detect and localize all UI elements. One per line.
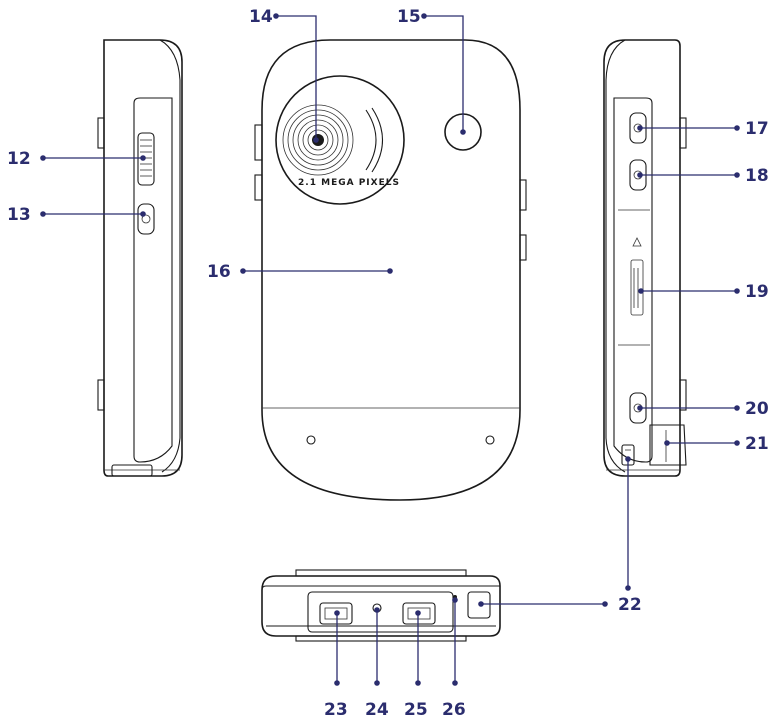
callout-15: 15 <box>397 7 421 27</box>
callout-23: 23 <box>324 700 348 720</box>
callout-24: 24 <box>365 700 389 720</box>
callout-16: 16 <box>207 262 231 282</box>
callout-17: 17 <box>745 119 769 139</box>
callout-14: 14 <box>249 7 273 27</box>
callout-25: 25 <box>404 700 428 720</box>
callout-19: 19 <box>745 282 769 302</box>
lens-caption: 2.1 MEGA PIXELS <box>298 178 400 188</box>
back-view: 2.1 MEGA PIXELS <box>254 39 527 501</box>
callout-13: 13 <box>7 205 31 225</box>
callout-leaders <box>40 13 740 686</box>
screw-hole-right <box>485 435 495 445</box>
screw-hole-left <box>306 435 316 445</box>
callout-26: 26 <box>442 700 466 720</box>
callout-20: 20 <box>745 399 769 419</box>
left-side-view <box>97 39 183 477</box>
callout-18: 18 <box>745 166 769 186</box>
bottom-view <box>261 569 501 642</box>
camera-lens: 2.1 MEGA PIXELS <box>275 75 405 205</box>
callout-labels: 12 13 14 15 16 17 18 19 20 21 22 23 24 2… <box>7 7 769 720</box>
callout-21: 21 <box>745 434 769 454</box>
callout-22: 22 <box>618 595 642 615</box>
right-side-view <box>603 39 687 477</box>
callout-12: 12 <box>7 149 31 169</box>
